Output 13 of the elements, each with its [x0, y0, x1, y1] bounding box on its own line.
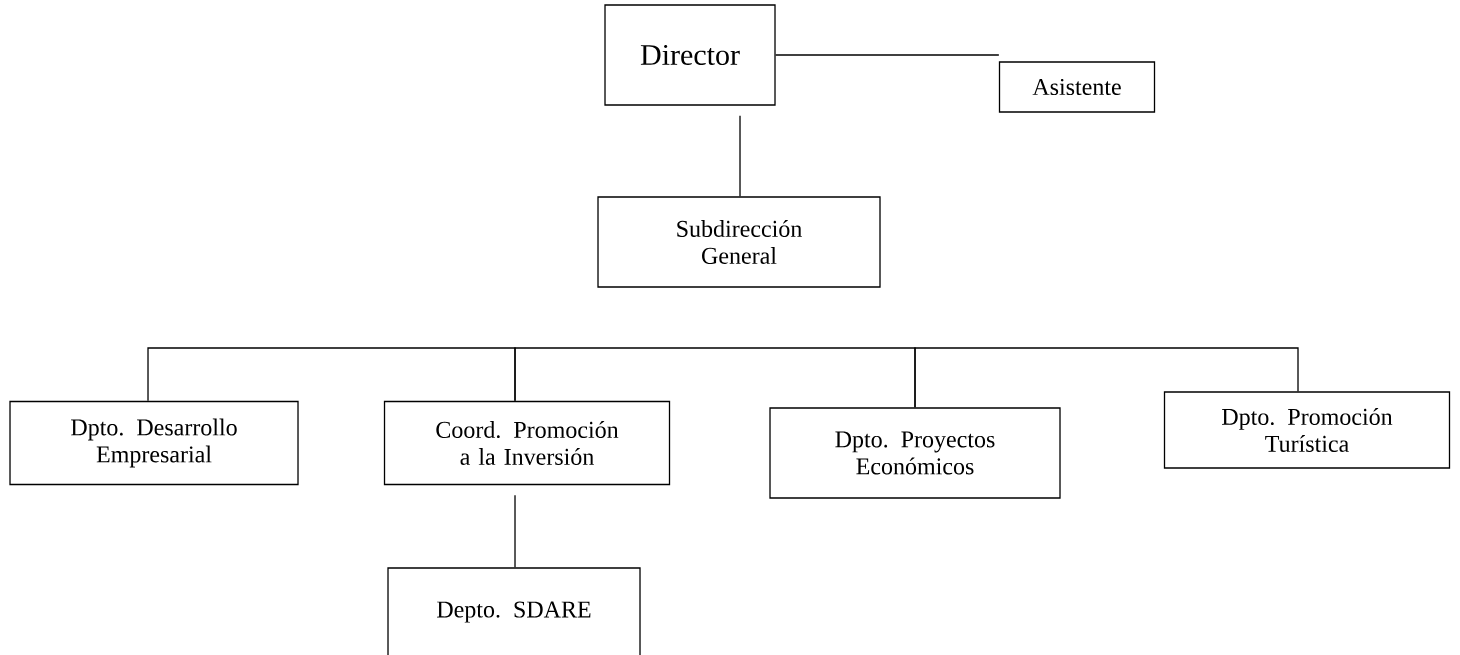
org-box: Director — [604, 4, 776, 106]
org-box: Depto. SDARE — [387, 567, 641, 655]
connector-line — [514, 494, 516, 568]
connector-line — [914, 347, 1299, 408]
org-box: Coord. Promoción a la Inversión — [383, 400, 671, 486]
org-box: Dpto. Promoción Turística — [1163, 391, 1451, 469]
connector-line — [739, 115, 741, 197]
org-box: Subdirección General — [597, 196, 881, 288]
org-box: Dpto. Proyectos Económicos — [769, 407, 1061, 499]
connector-line — [775, 54, 1000, 56]
org-box: Asistente — [998, 61, 1156, 113]
connector-line — [147, 347, 516, 402]
org-box: Dpto. Desarrollo Empresarial — [9, 400, 299, 486]
